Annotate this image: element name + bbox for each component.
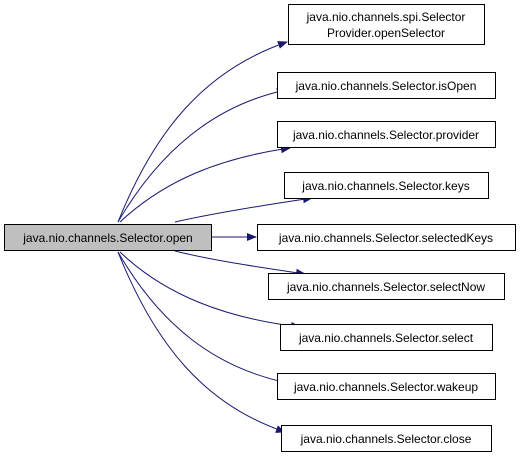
node-select[interactable]: java.nio.channels.Selector.select	[280, 324, 493, 351]
node-isOpen-box	[277, 72, 496, 99]
node-selectNow-box	[268, 273, 505, 300]
node-close-label: java.nio.channels.Selector.close	[300, 432, 472, 446]
node-select-label: java.nio.channels.Selector.select	[298, 331, 474, 345]
node-provider[interactable]: java.nio.channels.Selector.provider	[277, 121, 496, 148]
node-close-box	[281, 425, 492, 452]
node-wakeup[interactable]: java.nio.channels.Selector.wakeup	[277, 373, 496, 400]
node-keys-label: java.nio.channels.Selector.keys	[301, 179, 469, 193]
edge-open-to-provider	[119, 145, 291, 223]
node-root-open[interactable]: java.nio.channels.Selector.open	[4, 224, 212, 251]
node-keys[interactable]: java.nio.channels.Selector.keys	[284, 172, 489, 199]
node-isOpen-label: java.nio.channels.Selector.isOpen	[295, 79, 477, 93]
node-keys-box	[284, 172, 489, 199]
node-root-label: java.nio.channels.Selector.open	[22, 231, 192, 245]
node-openSelector-label-line1: java.nio.channels.spi.Selector	[306, 10, 466, 24]
node-openSelector[interactable]: java.nio.channels.spi.Selector Provider.…	[288, 4, 485, 45]
node-root-box	[4, 224, 212, 251]
node-openSelector-label-line2: Provider.openSelector	[327, 26, 445, 40]
node-close[interactable]: java.nio.channels.Selector.close	[281, 425, 492, 452]
edge-open-to-openSelector	[117, 41, 288, 223]
edge-open-to-selectNow	[174, 250, 306, 277]
node-selectNow-label: java.nio.channels.Selector.selectNow	[286, 280, 485, 294]
node-provider-box	[277, 121, 496, 148]
node-selectedKeys-label: java.nio.channels.Selector.selectedKeys	[278, 231, 493, 245]
node-wakeup-label: java.nio.channels.Selector.wakeup	[293, 380, 478, 394]
edge-open-to-wakeup	[117, 251, 289, 386]
edge-open-to-keys	[174, 195, 313, 223]
edges-group	[117, 41, 313, 433]
edge-open-to-close	[117, 251, 286, 433]
node-select-box	[280, 324, 493, 351]
node-selectNow[interactable]: java.nio.channels.Selector.selectNow	[268, 273, 505, 300]
edge-open-to-select	[119, 251, 301, 330]
node-wakeup-box	[277, 373, 496, 400]
node-selectedKeys[interactable]: java.nio.channels.Selector.selectedKeys	[257, 224, 516, 251]
node-provider-label: java.nio.channels.Selector.provider	[292, 128, 479, 142]
node-selectedKeys-box	[257, 224, 516, 251]
edge-open-to-isOpen	[117, 87, 287, 223]
node-openSelector-box	[288, 4, 485, 45]
node-isOpen[interactable]: java.nio.channels.Selector.isOpen	[277, 72, 496, 99]
